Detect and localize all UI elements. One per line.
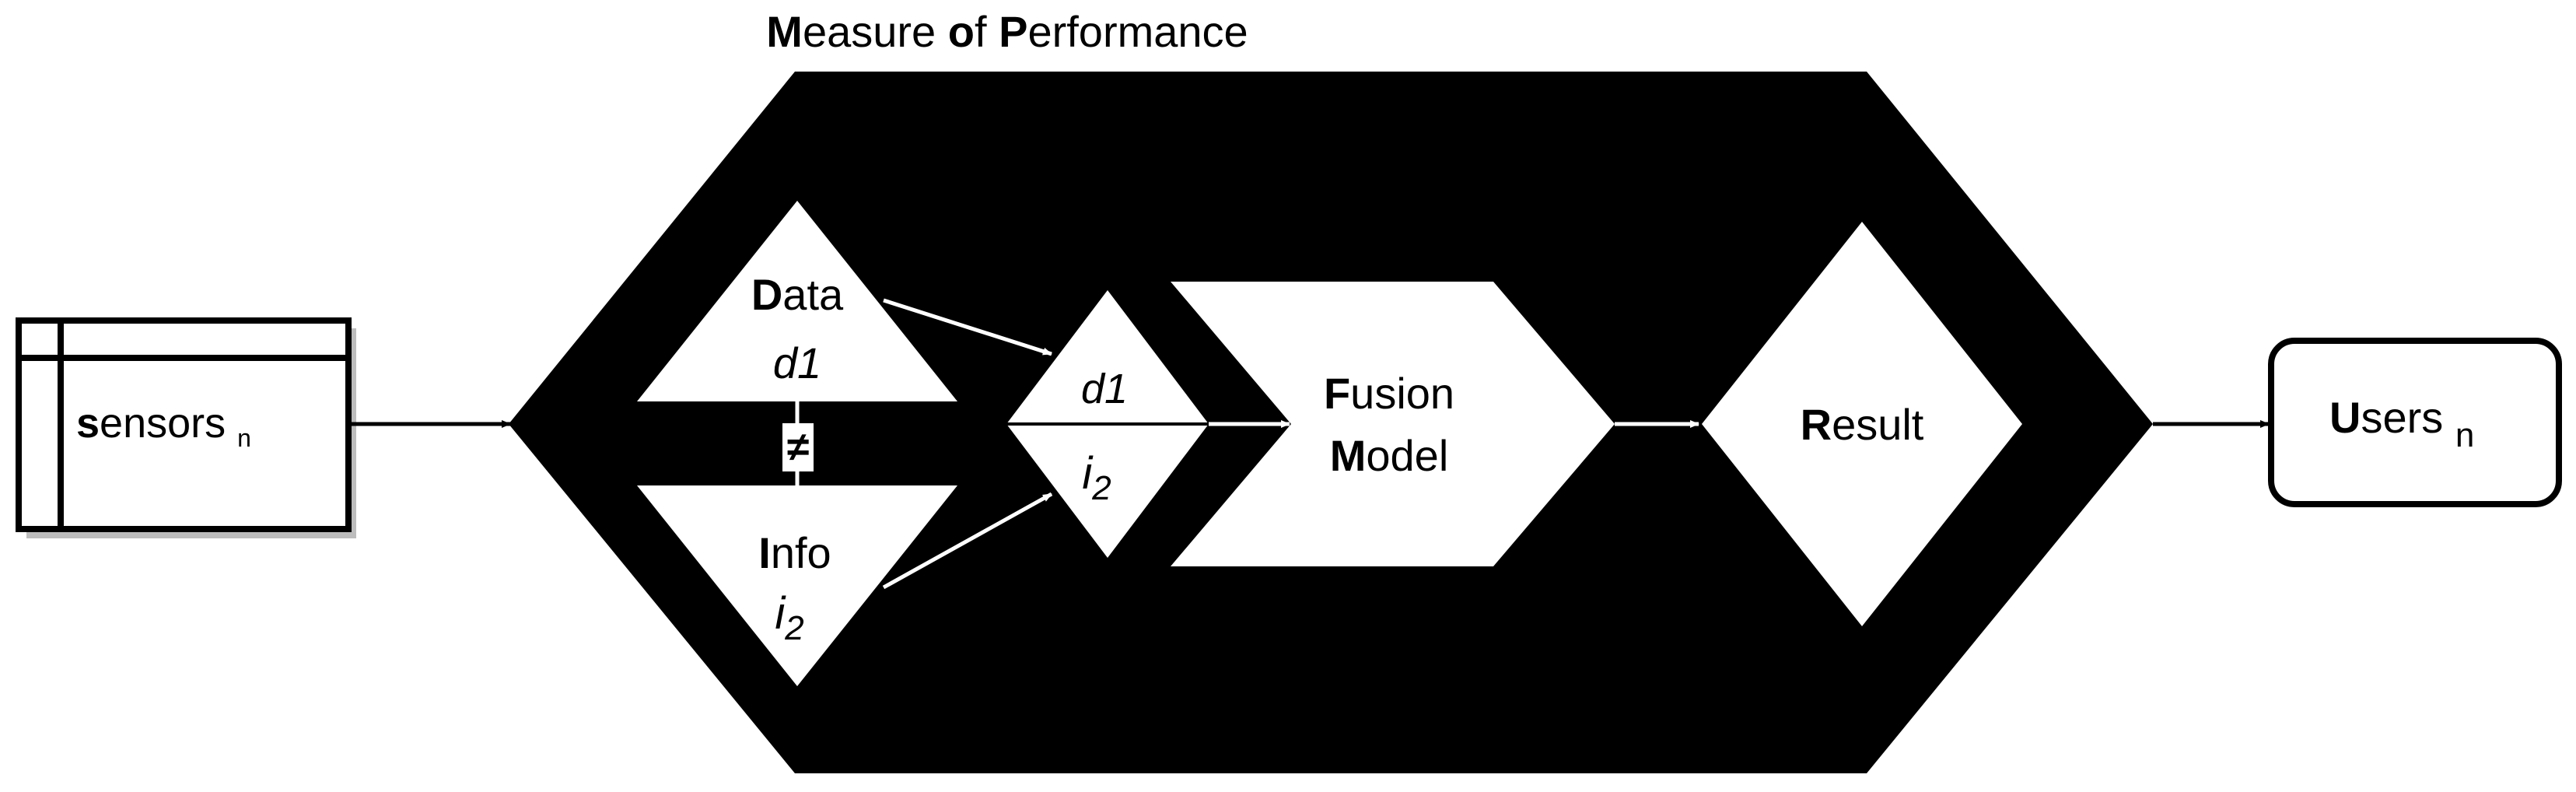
small-diamond-top-label: d1 <box>1081 366 1128 412</box>
data-triangle <box>637 201 957 401</box>
info-label: Info <box>758 528 831 577</box>
data-label: Data <box>751 270 844 319</box>
sensors-node: sensors n <box>16 317 356 538</box>
users-label: Users n <box>2329 393 2474 454</box>
result-label: Result <box>1801 400 1924 449</box>
fusion-model-shape <box>1171 282 1615 566</box>
info-sub-label: i2 <box>775 588 803 647</box>
data-sub-label: d1 <box>773 338 821 387</box>
not-equal-symbol: ≠ <box>787 425 810 470</box>
not-equal-box <box>782 423 814 471</box>
result-diamond <box>1702 222 2022 626</box>
arrow-info-to-diamond <box>882 492 1053 590</box>
fusion-label-line2: Model <box>1330 431 1449 480</box>
fusion-label-line1: Fusion <box>1324 369 1454 418</box>
diagram-title: Measure of Performance <box>766 7 1248 56</box>
info-triangle <box>637 485 957 686</box>
users-box <box>2268 338 2562 507</box>
arrow-data-to-diamond <box>883 298 1052 356</box>
sensors-label: sensors n <box>76 400 251 452</box>
small-diamond-bottom-label: i2 <box>1082 448 1111 507</box>
